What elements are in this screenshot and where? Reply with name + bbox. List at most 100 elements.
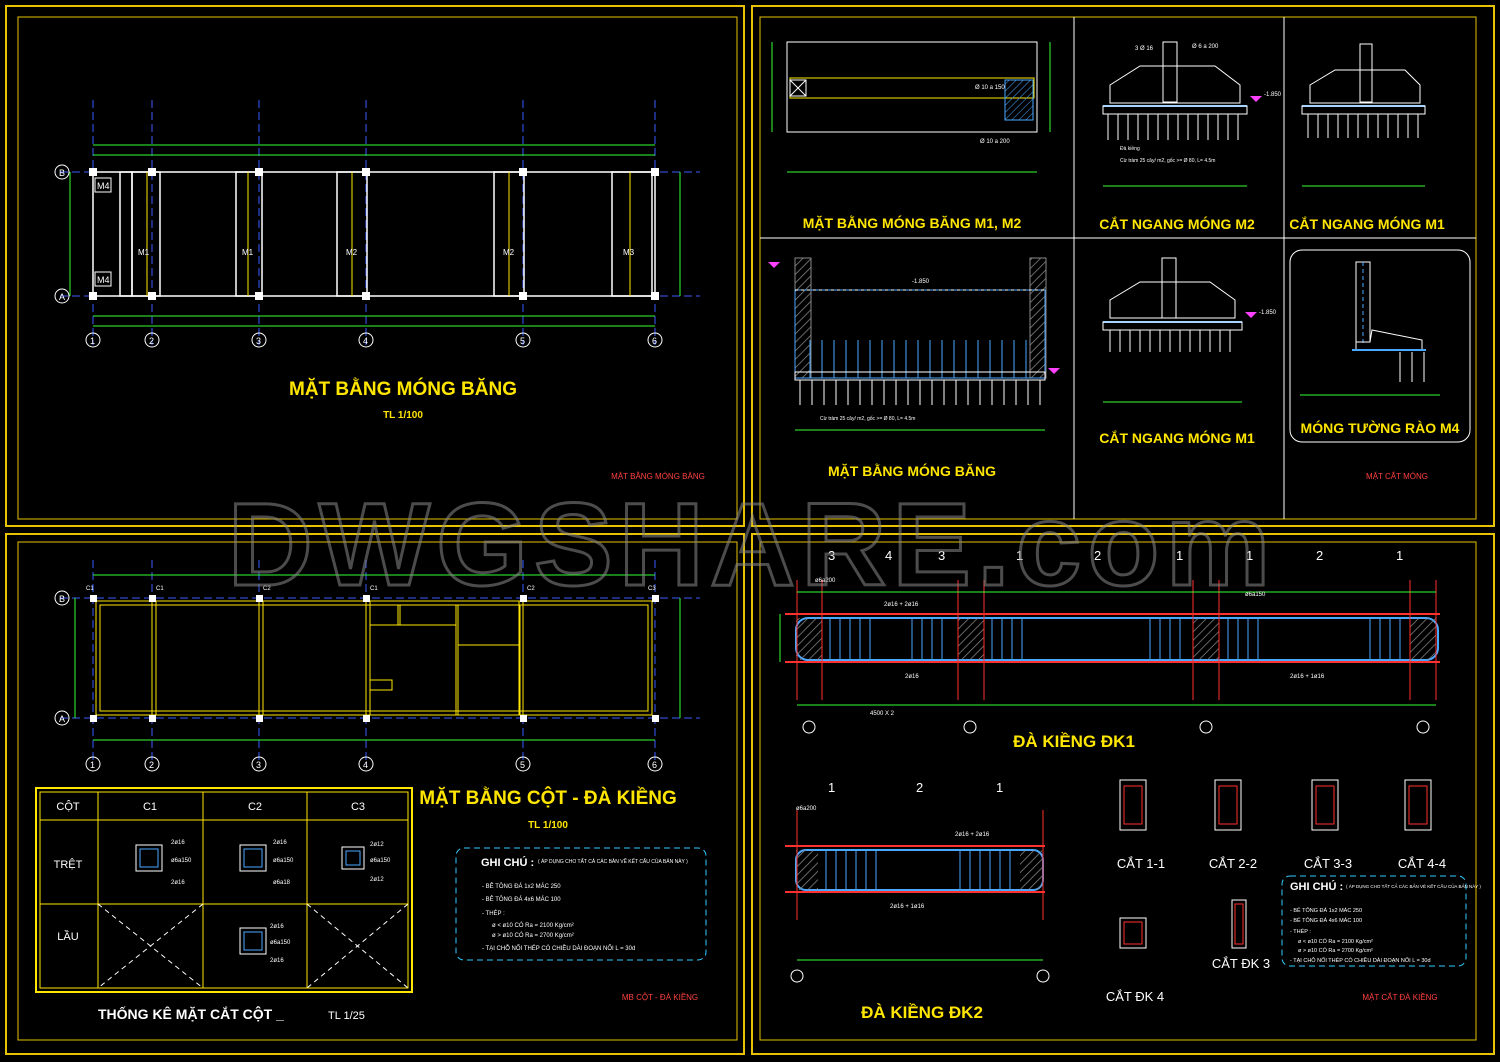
table-scale: TL 1/25 <box>328 1010 365 1022</box>
rebar-c3-top: 2ø12 <box>370 842 384 848</box>
rebar-c2-stirrup: ø6a150 <box>273 858 294 864</box>
rebar-c3-bottom: 2ø12 <box>370 877 384 883</box>
table-header-column: CỘT <box>56 800 80 813</box>
beam-note-top-bars: 2ø16 + 2ø16 <box>884 602 919 608</box>
panel-foundation-sections: Ø 10 a 150 Ø 10 a 200 MẶT BẰNG MÓNG BĂNG… <box>760 17 1476 519</box>
panel-column-beam-plan: B A 1 2 3 4 5 6 C1 C1 C2 C1 C2 C3 MẶT BẰ… <box>35 560 707 1022</box>
section-mark-b: 4 <box>885 548 892 563</box>
grid2-row-a-label: A <box>59 714 65 724</box>
footing-tag-3: M2 <box>346 248 358 257</box>
rebar-c2u-stirrup: ø6a150 <box>270 940 291 946</box>
note-piles-2: Cừ tràm 25 cây/ m2, gốc >= Ø 80, L= 4.5m <box>820 416 915 422</box>
title-section-m1-bottom: CẮT NGANG MÓNG M1 <box>1099 429 1255 446</box>
table-row-ground: TRỆT <box>54 858 83 871</box>
rebar-c2u-bottom: 2ø16 <box>270 958 284 964</box>
column-plan-title: MẶT BẰNG CỘT - ĐÀ KIỀNG <box>419 787 677 809</box>
table-header-c1: C1 <box>143 801 157 813</box>
table-row-upper: LẦU <box>57 930 78 943</box>
beam-note-stirrup-1: ø6a200 <box>815 578 836 584</box>
dk2-mark-1: 1 <box>828 780 835 795</box>
footing-tag-4: M2 <box>503 248 515 257</box>
footing-tag-2: M1 <box>242 248 254 257</box>
beam-note-bottom-bars: 2ø16 <box>905 674 919 680</box>
beam-notes-line-4: ø < ø10 CÓ Ra = 2100 Kg/cm² <box>1298 938 1373 945</box>
sheet-label-foundation: MẶT BẰNG MÓNG BĂNG <box>611 472 705 481</box>
column-tag-3: C2 <box>263 586 271 592</box>
beam-dk2-drawing <box>785 810 1050 983</box>
title-dk1: ĐÀ KIỀNG ĐK1 <box>1013 732 1135 751</box>
rebar-c2u-top: 2ø16 <box>270 924 284 930</box>
beam-notes-subtitle: ( ÁP DỤNG CHO TẤT CẢ CÁC BẢN VẼ KẾT CẤU … <box>1346 883 1481 889</box>
column-tag-4: C1 <box>370 586 378 592</box>
rebar-c3-stirrup: ø6a150 <box>370 858 391 864</box>
column-tag-6: C3 <box>648 586 656 592</box>
title-section-m2: CẮT NGANG MÓNG M2 <box>1099 215 1255 232</box>
beam-notes-line-1: - BÊ TÔNG ĐÁ 1x2 MÁC 250 <box>1290 906 1362 914</box>
dk2-mark-3: 1 <box>996 780 1003 795</box>
column-schedule-table: CỘT C1 C2 C3 TRỆT LẦU 2ø16 ø6a150 2ø16 2… <box>35 787 413 993</box>
label-cut-dk4: CẮT ĐK 4 <box>1106 989 1164 1004</box>
label-cut-3-3: CẮT 3-3 <box>1304 856 1352 871</box>
table-header-c3: C3 <box>351 801 365 813</box>
panel-foundation-plan: B A 1 2 3 4 5 6 M4 M4 M1 M1 M2 M2 M3 MẶT… <box>54 100 705 481</box>
section-mark-i: 1 <box>1396 548 1403 563</box>
grid2-col-6-label: 6 <box>652 760 657 770</box>
title-section-m1-top: CẮT NGANG MÓNG M1 <box>1289 215 1445 232</box>
note-ground-beam: -1.850 <box>912 279 930 285</box>
label-cut-4-4: CẮT 4-4 <box>1398 856 1446 871</box>
grid-col-4-label: 4 <box>363 336 368 346</box>
section-mark-f: 1 <box>1176 548 1183 563</box>
rebar-c1-top: 2ø16 <box>171 840 185 846</box>
section-mark-a: 3 <box>828 548 835 563</box>
note-piles-1: Cừ tràm 25 cây/ m2, gốc >= Ø 80, L= 4.5m <box>1120 158 1215 164</box>
column-tag-2: C1 <box>156 586 164 592</box>
note-rebar-1: Ø 10 a 150 <box>975 85 1005 91</box>
fence-wall-drawing <box>1300 261 1440 396</box>
notes-subtitle: ( ÁP DỤNG CHO TẤT CẢ CÁC BẢN VẼ KẾT CẤU … <box>538 858 688 865</box>
beam-note-stirrup-2: ø6a150 <box>1245 592 1266 598</box>
sheet-frames <box>5 5 1495 1055</box>
notes-line-6: - TẠI CHỖ NỐI THÉP CÓ CHIỀU DÀI ĐOẠN NỐI… <box>482 945 635 952</box>
grid-col-1-label: 1 <box>90 336 95 346</box>
label-cut-dk3: CẮT ĐK 3 <box>1212 956 1270 971</box>
grid-row-b-label: B <box>59 168 65 178</box>
table-title: THỐNG KÊ MẶT CẮT CỘT _ <box>98 1005 284 1022</box>
dk2-stirrup-note: ø6a200 <box>796 806 817 812</box>
notes-line-2: - BÊ TÔNG ĐÁ 4x6 MÁC 100 <box>482 895 561 903</box>
dk2-mark-2: 2 <box>916 780 923 795</box>
beam-notes-title: GHI CHÚ : <box>1290 880 1343 893</box>
grid-row-a-label: A <box>59 292 65 302</box>
footing-tag-1: M1 <box>138 248 150 257</box>
general-notes-box: GHI CHÚ : ( ÁP DỤNG CHO TẤT CẢ CÁC BẢN V… <box>455 847 707 961</box>
beam-notes-line-3: - THÉP : <box>1290 928 1311 935</box>
grid-col-5-label: 5 <box>520 336 525 346</box>
wall-tag-m4-top: M4 <box>97 181 110 191</box>
foundation-plan-scale: TL 1/100 <box>383 410 423 421</box>
grid2-col-4-label: 4 <box>363 760 368 770</box>
rebar-c1-bottom: 2ø16 <box>171 880 185 886</box>
notes-line-5: ø > ø10 CÓ Ra = 2700 Kg/cm² <box>492 932 574 939</box>
title-plan-m1m2: MẶT BẰNG MÓNG BĂNG M1, M2 <box>803 214 1022 231</box>
note-concrete-1: Đà kiềng <box>1120 146 1140 152</box>
grid-col-3-label: 3 <box>256 336 261 346</box>
sheet-label-sections: MẶT CẮT MÓNG <box>1366 472 1428 481</box>
panel-ground-beam: 3 4 3 1 2 1 1 2 1 ø6a200 ø6a150 2ø16 + 2… <box>779 548 1481 1022</box>
grid2-row-b-label: B <box>59 594 65 604</box>
note-rebar-2: Ø 10 a 200 <box>980 139 1010 145</box>
section-m1-bottom-drawing <box>1102 257 1257 403</box>
grid-col-2-label: 2 <box>149 336 154 346</box>
rebar-c2-bottom: ø6a18 <box>273 880 291 886</box>
label-cut-2-2: CẮT 2-2 <box>1209 856 1257 871</box>
sheet-label-beams: MẶT CẮT ĐÀ KIỀNG <box>1362 992 1437 1002</box>
beam-cross-sections <box>1119 779 1432 949</box>
grid2-col-3-label: 3 <box>256 760 261 770</box>
column-plan-scale: TL 1/100 <box>528 820 568 831</box>
rebar-c1-stirrup: ø6a150 <box>171 858 192 864</box>
foundation-plan-title: MẶT BẰNG MÓNG BĂNG <box>289 378 517 400</box>
notes-line-1: - BÊ TÔNG ĐÁ 1x2 MÁC 250 <box>482 882 561 890</box>
grid-col-6-label: 6 <box>652 336 657 346</box>
label-cut-1-1: CẮT 1-1 <box>1117 856 1165 871</box>
dk2-bottom-note: 2ø16 + 1ø16 <box>890 904 925 910</box>
